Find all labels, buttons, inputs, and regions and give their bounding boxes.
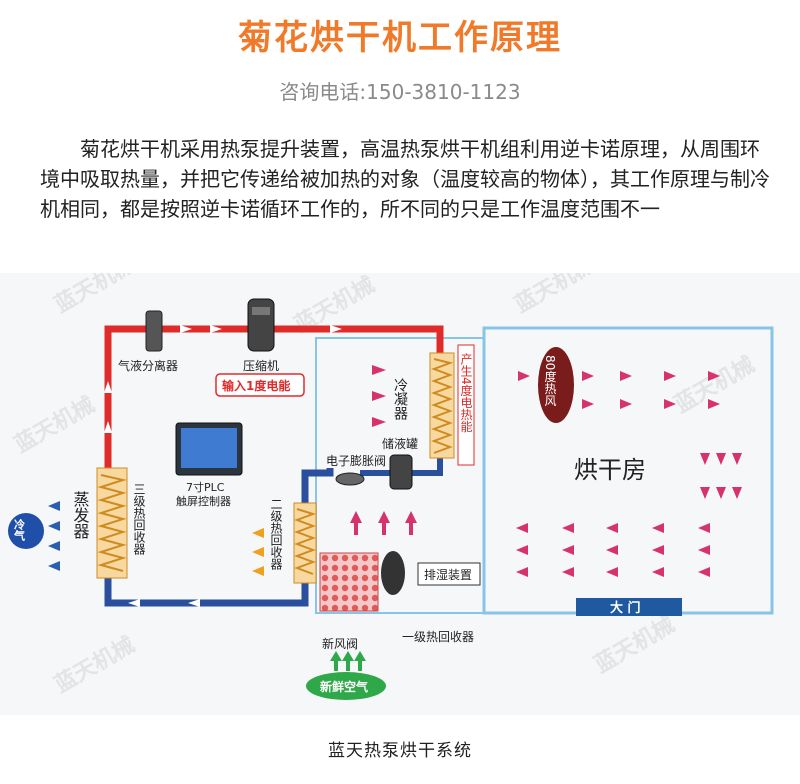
electric-heat-label: 产生4度电热能 — [459, 353, 473, 433]
separator-label: 气液分离器 — [118, 358, 178, 373]
warm-arrow — [252, 547, 264, 557]
air-arrow — [652, 523, 664, 533]
air-arrow — [516, 567, 528, 577]
evaporator-label: 蒸发器 — [71, 491, 90, 539]
heat-arrow — [405, 511, 417, 523]
expansion-valve-label: 电子膨胀阀 — [326, 454, 386, 468]
air-arrow — [732, 487, 742, 499]
air-arrow — [698, 545, 710, 555]
heat-arrow — [372, 417, 386, 427]
fresh-air-label: 新鲜空气 — [320, 679, 368, 694]
power-badge — [215, 373, 305, 397]
warm-arrow — [252, 566, 264, 576]
fresh-arrow — [354, 651, 366, 661]
warm-arrow — [252, 528, 264, 538]
air-arrow — [606, 545, 618, 555]
cold-pipe — [360, 458, 443, 476]
air-arrow — [562, 523, 574, 533]
heat-arrow — [378, 511, 390, 523]
cold-air-badge — [8, 513, 44, 549]
watermark: 蓝天机械 — [11, 393, 100, 459]
air-arrow — [664, 371, 676, 381]
fresh-valve-label: 新风阀 — [322, 636, 358, 651]
air-arrow — [708, 371, 720, 381]
phone-number: 咨询电话:150-3810-1123 — [279, 80, 521, 104]
recovery3-label: 三级热回收器 — [132, 483, 146, 556]
flow-arrow — [104, 381, 112, 393]
air-arrow — [652, 545, 664, 555]
tank-icon — [145, 310, 163, 352]
cold-arrow — [48, 501, 60, 511]
cold-arrow — [48, 541, 60, 551]
fresh-arrow — [330, 651, 342, 661]
heat-arrow — [372, 365, 386, 375]
dehumid-label: 排湿装置 — [424, 567, 472, 582]
cold-air-label: 冷气 — [13, 518, 27, 542]
fresh-air-badge — [306, 672, 386, 700]
plc-label-2: 触屏控制器 — [176, 494, 231, 508]
cold-arrow — [48, 521, 60, 531]
plc-label-1: 7寸PLC — [186, 480, 225, 494]
recovery1-label: 一级热回收器 — [402, 630, 474, 644]
flow-arrow — [330, 325, 342, 333]
air-arrow — [664, 399, 676, 409]
air-arrow — [652, 567, 664, 577]
watermark: 蓝天机械 — [51, 633, 140, 699]
page-title: 菊花烘干机工作原理 — [238, 18, 562, 58]
air-arrow — [518, 371, 530, 381]
cold-arrow — [48, 561, 60, 571]
air-arrow — [562, 545, 574, 555]
hot-air-badge — [538, 347, 574, 423]
air-arrow — [516, 523, 528, 533]
dehumid-badge — [417, 562, 481, 586]
diagram-caption: 蓝天热泵烘干系统 — [328, 741, 472, 761]
recovery1-block — [319, 552, 379, 612]
air-arrow — [582, 371, 594, 381]
fan-icon — [381, 551, 405, 595]
door — [576, 598, 682, 616]
air-arrow — [620, 399, 632, 409]
compressor-label: 压缩机 — [243, 358, 279, 373]
air-arrow — [700, 453, 710, 465]
air-arrow — [698, 523, 710, 533]
receiver-label: 储液罐 — [382, 436, 418, 451]
power-label: 输入1度电能 — [222, 378, 290, 393]
air-arrow — [516, 545, 528, 555]
air-arrow — [562, 567, 574, 577]
compressor-icon — [247, 298, 275, 352]
air-arrow — [620, 371, 632, 381]
heat-arrow — [372, 391, 386, 401]
flow-arrow — [104, 421, 112, 433]
watermark: 蓝天机械 — [671, 353, 760, 419]
door-label: 大 门 — [610, 600, 641, 616]
air-arrow — [708, 399, 720, 409]
flow-arrow — [210, 325, 222, 333]
watermark: 蓝天机械 — [511, 273, 600, 318]
air-arrow — [698, 567, 710, 577]
hot-air-label: 80度热风 — [543, 355, 557, 407]
electric-heat-badge — [457, 344, 475, 466]
watermark: 蓝天机械 — [591, 613, 680, 679]
recovery2-label: 二级热回收器 — [269, 498, 283, 571]
watermark: 蓝天机械 — [51, 273, 140, 318]
intro-paragraph: 菊花烘干机采用热泵提升装置，高温热泵烘干机组利用逆卡诺原理，从周围环境中吸取热量… — [40, 137, 770, 221]
air-arrow — [582, 399, 594, 409]
room-label: 烘干房 — [574, 456, 646, 484]
valve-icon — [335, 472, 365, 486]
air-arrow — [606, 567, 618, 577]
tank-icon — [389, 454, 413, 490]
heat-arrow — [350, 511, 362, 523]
air-arrow — [700, 487, 710, 499]
condenser-label: 冷凝器 — [392, 378, 408, 420]
fresh-arrow — [342, 651, 354, 661]
air-arrow — [716, 487, 726, 499]
air-arrow — [716, 453, 726, 465]
flow-arrow — [188, 599, 200, 607]
air-arrow — [606, 523, 618, 533]
heat-pump-diagram: 蓝天机械 蓝天机械 蓝天机械 蓝天机械 蓝天机械 蓝天机械 蓝天机械 气液分离器… — [0, 253, 800, 715]
flow-arrow — [180, 325, 192, 333]
air-arrow — [732, 453, 742, 465]
flow-arrow — [128, 599, 140, 607]
